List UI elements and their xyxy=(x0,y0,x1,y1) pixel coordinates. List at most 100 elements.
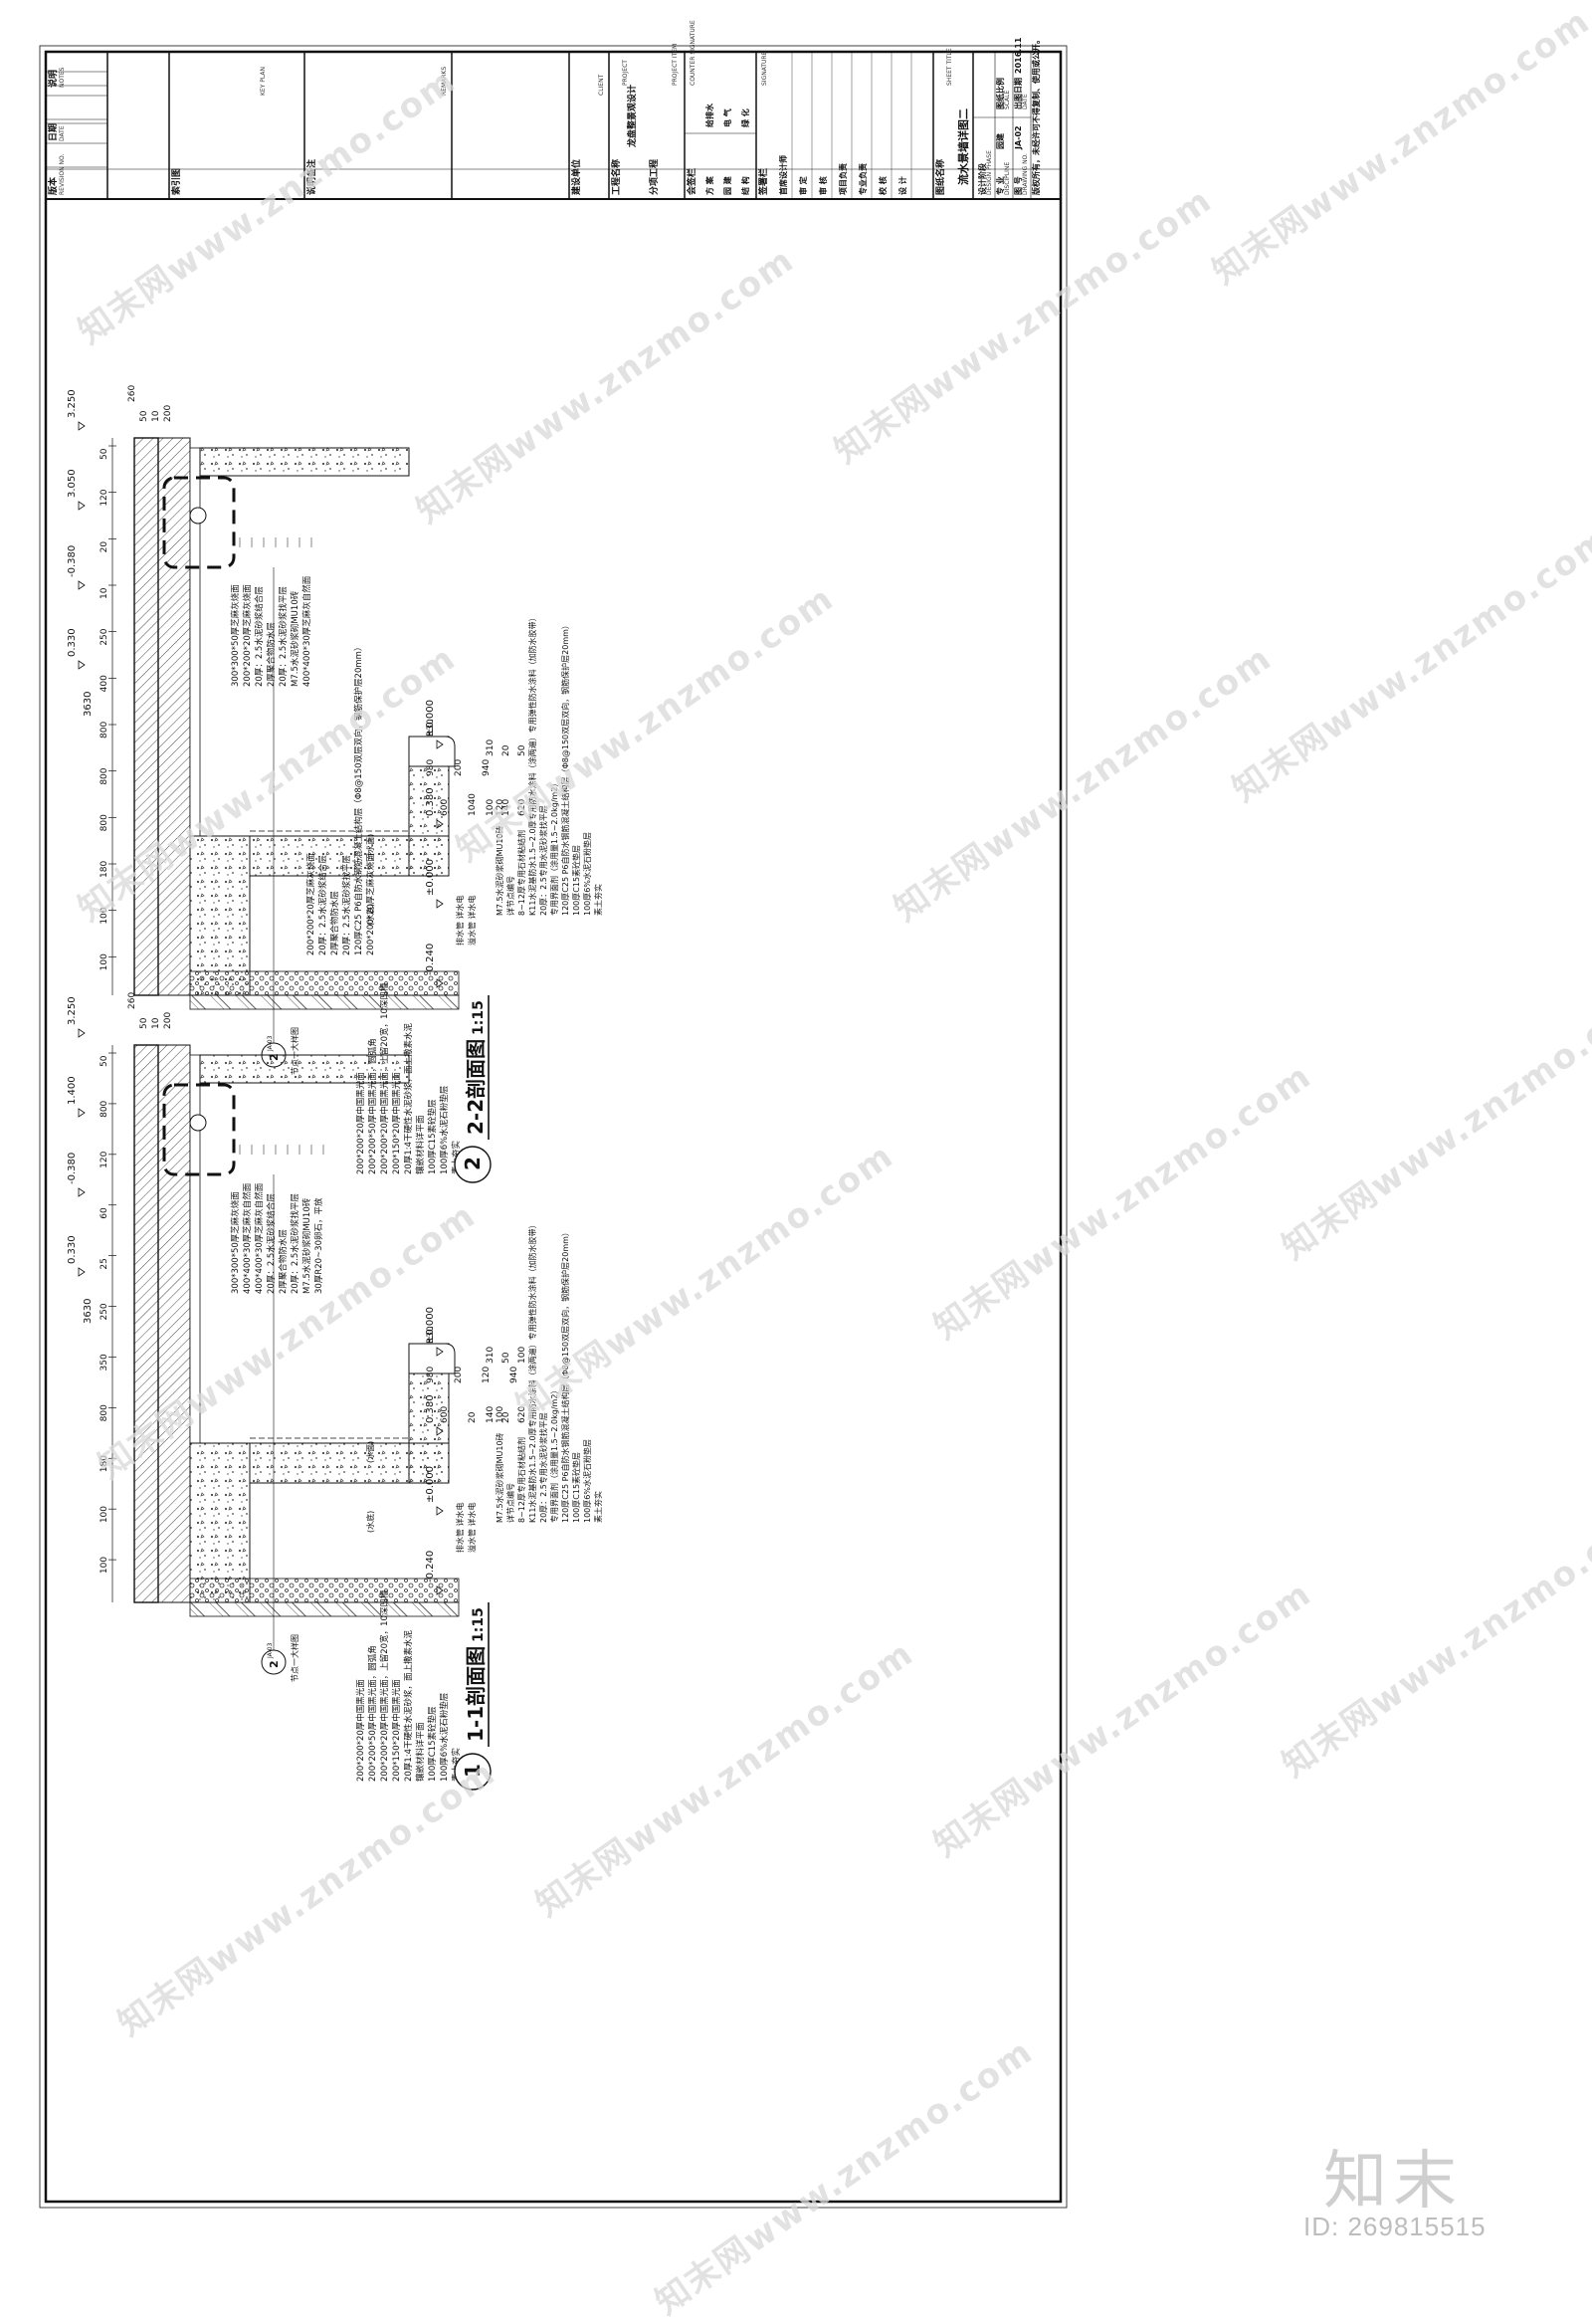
item-label: 分项工程 xyxy=(648,159,660,195)
section-1-elevation-triangle xyxy=(436,1585,444,1595)
section-1-dim-top-label: 60 xyxy=(100,1207,109,1219)
examined-label: 审 核 xyxy=(818,176,828,195)
section-2-elevation-triangle xyxy=(436,739,444,749)
section-2-layer-note: 专用界面剂（涂用量1.5~2.0kg/m2） xyxy=(549,779,559,916)
section-1-section-marker-number: 1 xyxy=(461,1764,485,1778)
section-2-water-note: (水面) xyxy=(365,834,375,856)
section-2-top-note: 200*200*20厚芝麻灰烧面 xyxy=(365,853,376,955)
section-2-elevation-label: -0.380 xyxy=(67,545,78,577)
sheet-title: 流水景墙详图二 xyxy=(956,108,970,185)
section-1-dim-left-label: 200 xyxy=(163,1012,173,1029)
section-2-dim-left-label: 260 xyxy=(127,385,137,402)
section-2-node-callout-sheet: JA-03 xyxy=(267,1035,274,1052)
section-2-dim-vert-label: 940 xyxy=(482,759,492,776)
section-1-left-note: 20厚：2.5水泥砂浆找平层 xyxy=(290,1193,300,1294)
discipline-label: 专 业 xyxy=(995,176,1005,195)
section-1-left-note: 30厚R20~30卵石，平放 xyxy=(313,1197,324,1294)
section-2-elevation-label: 3.250 xyxy=(67,389,78,418)
section-1-layer-note: 120厚C25 P6自防水钢筋混凝土结构层（Φ8@150双层双向，钢筋保护层20… xyxy=(560,1228,570,1523)
section-2-elevation-label: 0.380 xyxy=(425,787,436,816)
section-1-left-note: 400*400*30厚芝麻灰自然面 xyxy=(254,1182,265,1294)
section-1-layer-note: 详节点编号 xyxy=(505,1483,515,1523)
section-1-dim-bottom-label: 50 xyxy=(501,1352,511,1364)
scale-label: 图纸比例 xyxy=(995,78,1005,109)
section-1-dim-vert-label: 100 xyxy=(496,1406,505,1423)
section-2-dim-bottom-label: 20 xyxy=(501,744,511,756)
section-2-dim-top-label: 800 xyxy=(100,814,109,831)
section-1-dim-vert-label: 600 xyxy=(440,1406,450,1423)
section-1-dim-top-label: 120 xyxy=(100,1151,109,1167)
section-2-section-title: 2-2剖面图 xyxy=(464,1039,488,1135)
section-2-layer-note: M7.5水泥砂浆砌MU10砖 xyxy=(495,825,504,916)
section-1-elevation-label: 0.330 xyxy=(67,1235,78,1264)
section-2-left-note: 20厚：2.5水泥砂浆结合层 xyxy=(254,586,265,687)
section-2-dim-top-label: 120 xyxy=(100,489,109,506)
section-1-basin-note: 100厚6%水泥石粉垫层 xyxy=(439,1693,450,1782)
section-1-dim-top-label: 100 xyxy=(100,1506,109,1523)
section-2-basin-note: 20厚1:4干硬性水泥砂浆，面上撒素水泥 xyxy=(403,1023,414,1174)
section-1-dim-vert-label: 940 xyxy=(509,1367,519,1383)
date-label: 日期 xyxy=(47,123,59,141)
section-2-layer-note: 120厚C25 P6自防水钢筋混凝土结构层（Φ8@150双层双向，钢筋保护层20… xyxy=(560,621,570,916)
section-1-left-note: 20厚：2.5水泥砂浆结合层 xyxy=(266,1193,277,1294)
section-1-water-note: (水面) xyxy=(365,1441,375,1463)
section-1-elevation-label: -0.240 xyxy=(425,1551,436,1583)
discipline-lead-label: 专业负责 xyxy=(858,163,868,195)
section-2-radius-label: R30 xyxy=(426,719,436,737)
section-1-dim-total-label: 3630 xyxy=(83,1299,94,1324)
section-2-overflow-pipe xyxy=(189,507,207,525)
counter-sig-en: COUNTER SIGNATURE xyxy=(690,20,696,86)
section-1-section-scale: 1:15 xyxy=(471,1607,487,1642)
section-2-dim-left-label: 50 xyxy=(139,410,149,422)
scheme-label: 方 案 xyxy=(704,175,714,195)
section-2-layer-note: 素土夯实 xyxy=(593,884,603,916)
section-2-layer-note: 100厚C15素砼垫层 xyxy=(571,845,581,916)
section-2-elevation-triangle xyxy=(436,819,444,829)
sheet-title-en: SHEET TITLE xyxy=(946,48,953,86)
section-2-dim-vert-label: 200 xyxy=(454,759,464,776)
section-1-dim-top-label: 800 xyxy=(100,1404,109,1421)
section-1-elevation-triangle xyxy=(436,1347,444,1357)
section-1-coping-stone xyxy=(408,1343,456,1374)
section-1-elevation-label: -0.380 xyxy=(67,1153,78,1184)
plumbing-label: 给排水 xyxy=(704,103,714,127)
section-2-basin-note: 100厚C15素砼垫层 xyxy=(427,1100,438,1174)
section-1-radius-label: R30 xyxy=(426,1326,436,1344)
section-2-left-note: 2厚聚合物防水层 xyxy=(266,622,277,687)
image-id-label: ID: 269815515 xyxy=(1303,2212,1487,2241)
chief-designer-label: 首席设计师 xyxy=(778,155,788,195)
section-1-node-callout-number: 2 xyxy=(268,1660,281,1668)
section-2-elevation-triangle xyxy=(78,580,86,590)
revision-no-label: 版本 xyxy=(47,176,59,196)
section-1-elevation-label: ±0.000 xyxy=(425,1466,436,1503)
section-1-basin-note: 镶嵌材料详平面 xyxy=(415,1722,426,1782)
section-2-section-marker xyxy=(454,1146,492,1183)
section-2-dim-vert-label: 600 xyxy=(440,799,450,816)
section-2-gravel-layer xyxy=(189,970,460,996)
discipline-value: 园建 xyxy=(995,132,1005,149)
section-2-elevation-triangle xyxy=(78,501,86,511)
section-2-top-note: 20厚：2.5水泥砂浆结合层 xyxy=(317,855,328,955)
discipline-en: DISCIPLINE xyxy=(1004,162,1011,195)
key-plan-en: KEY PLAN xyxy=(260,67,267,96)
section-2-pool-note: 溢水管 详水电 xyxy=(467,895,477,946)
section-1-basin-note: 20厚1:4干硬性水泥砂浆，面上撒素水泥 xyxy=(403,1630,414,1782)
issue-date-en: DATE xyxy=(1022,94,1029,109)
section-2-dim-top-label: 800 xyxy=(100,722,109,739)
section-1-basin-note: 100厚C15素砼垫层 xyxy=(427,1707,438,1782)
section-1-dim-top-label: 50 xyxy=(100,1055,109,1067)
section-1-elevation-label: 1.400 xyxy=(67,1076,78,1105)
section-1-dim-vert-label: 200 xyxy=(454,1367,464,1383)
section-2-elevation-label: 3.050 xyxy=(67,469,78,498)
section-1-detail-callout-box xyxy=(162,1083,236,1176)
section-2-elevation-triangle xyxy=(78,660,86,670)
section-2-dim-top-label: 100 xyxy=(100,953,109,970)
section-2-dim-total-label: 3630 xyxy=(83,692,94,717)
project-lead-label: 项目负责 xyxy=(838,163,848,195)
section-2-top-note: 2厚聚合物防水层 xyxy=(329,891,340,955)
date-en: DATE xyxy=(59,125,66,141)
section-2-layer-note: 详节点编号 xyxy=(505,876,515,916)
section-2-basin-note: 镶嵌材料详平面 xyxy=(415,1115,426,1174)
